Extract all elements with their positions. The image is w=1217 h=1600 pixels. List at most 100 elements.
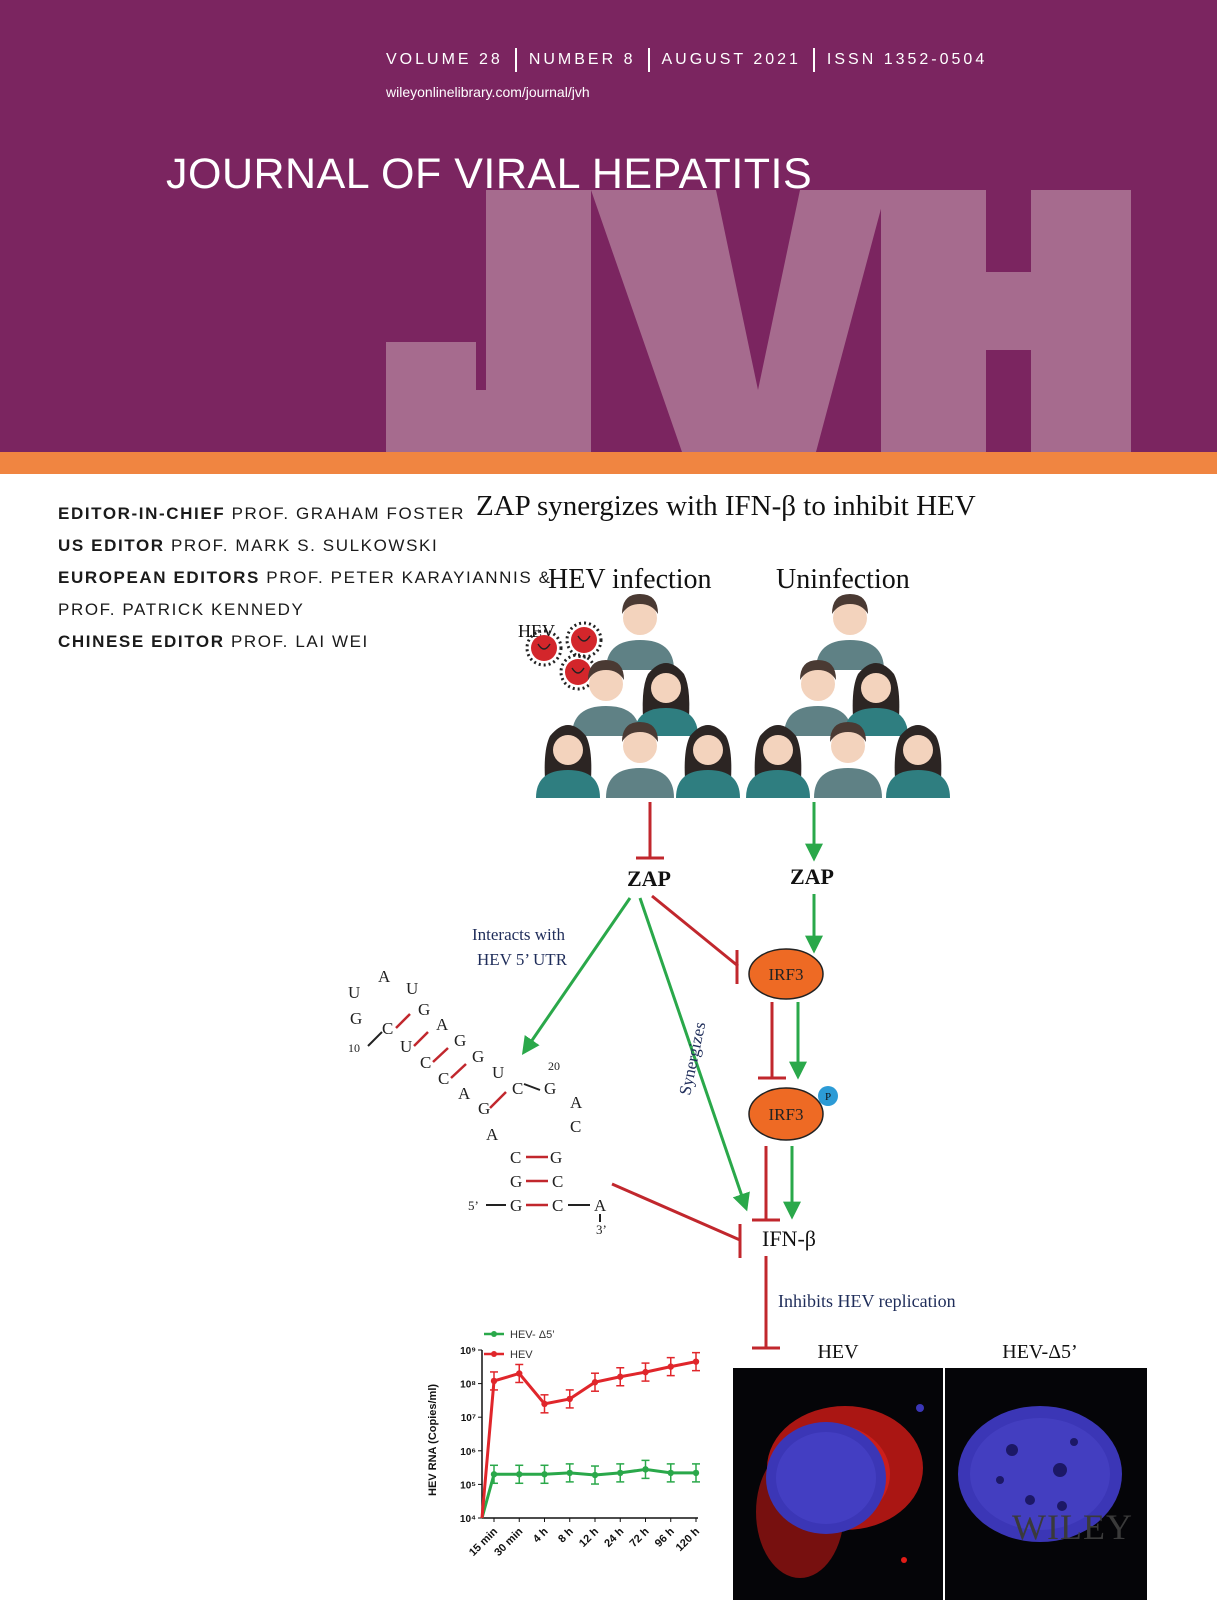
x-tick-label: 4 h — [531, 1525, 551, 1545]
data-point — [541, 1400, 548, 1408]
x-tick-label: 120 h — [674, 1525, 703, 1554]
editorial-board: EDITOR-IN-CHIEF PROF. GRAHAM FOSTER US E… — [58, 498, 552, 658]
y-axis-label: HEV RNA (Copies/ml) — [427, 1384, 439, 1496]
rna-base: G — [418, 1000, 430, 1019]
rna-base: C — [570, 1117, 581, 1136]
data-point — [490, 1471, 498, 1478]
virus-icon — [565, 621, 603, 659]
zap-right: ZAP — [790, 864, 834, 889]
issn: ISSN 1352-0504 — [826, 51, 988, 69]
irf3-node — [748, 948, 824, 1000]
meta-separator — [514, 48, 517, 72]
rna-base: A — [378, 967, 391, 986]
rna-base: G — [472, 1047, 484, 1066]
micro-hev-label: HEV — [817, 1341, 859, 1363]
x-tick-label: 24 h — [602, 1525, 626, 1549]
micrograph-hev-delta — [945, 1368, 1147, 1600]
ifnb-label: IFN-β — [762, 1226, 816, 1251]
volume: VOLUME 28 — [386, 51, 503, 69]
orange-stripe — [0, 452, 1217, 474]
editor-names: PROF. LAI WEI — [230, 632, 369, 651]
rna-backbone — [367, 1031, 601, 1222]
phospho-badge — [818, 1086, 838, 1106]
person-icon — [606, 594, 674, 670]
editor-line: EUROPEAN EDITORS PROF. PETER KARAYIANNIS… — [58, 562, 552, 594]
phospho-label: P — [825, 1091, 831, 1103]
y-tick-label: 10⁷ — [461, 1413, 476, 1424]
data-point — [591, 1471, 599, 1479]
zap-left: ZAP — [627, 866, 671, 891]
logo-letter-j — [386, 190, 591, 452]
y-tick-label: 10⁶ — [460, 1447, 476, 1458]
data-point — [617, 1373, 624, 1380]
rna-base: U — [492, 1063, 504, 1082]
series-line — [480, 1467, 696, 1519]
data-point — [516, 1370, 523, 1377]
right-group-label: Uninfection — [776, 564, 910, 595]
rna-base: G — [350, 1009, 362, 1028]
left-group-label: HEV infection — [548, 564, 712, 595]
data-point — [490, 1377, 498, 1385]
graphic-title: ZAP synergizes with IFN-β to inhibit HEV — [476, 490, 976, 522]
data-point — [566, 1469, 573, 1477]
logo-letter-h — [881, 190, 1131, 452]
data-point — [617, 1469, 624, 1477]
interacts-arrow — [521, 897, 632, 1055]
y-tick-label: 10⁹ — [460, 1346, 476, 1357]
editor-names: PROF. PETER KARAYIANNIS & — [266, 568, 552, 587]
rna-base: G — [454, 1031, 466, 1050]
rna-base: C — [552, 1196, 563, 1215]
publisher-logo: WILEY — [1012, 1507, 1133, 1547]
micro-delta-label: HEV-Δ5’ — [1002, 1341, 1077, 1363]
rna-base: C — [512, 1079, 523, 1098]
journal-url[interactable]: wileyonlinelibrary.com/journal/jvh — [386, 84, 590, 100]
y-tick-label: 10⁴ — [460, 1514, 476, 1525]
series-line — [480, 1360, 697, 1519]
data-point — [667, 1469, 674, 1477]
rna-base: C — [420, 1053, 431, 1072]
editor-line: PROF. PATRICK KENNEDY — [58, 594, 552, 626]
synergizes-arrow — [638, 897, 750, 1212]
rna-index: 20 — [548, 1059, 560, 1073]
rna-base: U — [348, 983, 360, 1002]
editor-names: PROF. PATRICK KENNEDY — [58, 600, 305, 619]
rna-base: A — [594, 1196, 607, 1215]
legend-label: HEV — [510, 1349, 533, 1361]
rna-base: G — [550, 1148, 562, 1167]
rna-pairs — [395, 1013, 548, 1207]
irf3-label: IRF3 — [769, 965, 804, 984]
inhibit-line — [611, 1182, 741, 1242]
logo-letter-v — [591, 190, 886, 452]
data-point — [692, 1358, 700, 1365]
rna-base: C — [438, 1069, 449, 1088]
y-tick-label: 10⁵ — [460, 1480, 476, 1491]
interacts-label: HEV 5’ UTR — [477, 950, 568, 969]
rna-base: G — [510, 1172, 522, 1191]
rna-index: 10 — [348, 1041, 360, 1055]
rna-base: A — [458, 1084, 471, 1103]
rna-base: A — [486, 1125, 499, 1144]
editor-role: CHINESE EDITOR — [58, 632, 225, 651]
rna-base: C — [552, 1172, 563, 1191]
editor-names: PROF. MARK S. SULKOWSKI — [170, 536, 439, 555]
editor-line: US EDITOR PROF. MARK S. SULKOWSKI — [58, 530, 552, 562]
rna-base: G — [478, 1099, 490, 1118]
x-tick-label: 30 min — [492, 1525, 525, 1558]
journal-title: JOURNAL OF VIRAL HEPATITIS — [166, 150, 813, 198]
rna-base: U — [406, 979, 418, 998]
data-point — [642, 1368, 649, 1376]
y-tick-label: 10⁸ — [460, 1380, 476, 1391]
rna-stem-loop: U A U G G C A U G C G C U A C G G A A C … — [348, 967, 607, 1237]
rna-base: C — [510, 1148, 521, 1167]
legend-marker — [491, 1331, 497, 1337]
data-point — [667, 1363, 674, 1370]
data-point — [692, 1469, 700, 1477]
editor-role: EUROPEAN EDITORS — [58, 568, 260, 587]
jvh-logo — [386, 190, 1131, 452]
interacts-label: Interacts with — [472, 925, 565, 944]
rna-5prime: 5’ — [468, 1198, 479, 1213]
rna-base: G — [510, 1196, 522, 1215]
